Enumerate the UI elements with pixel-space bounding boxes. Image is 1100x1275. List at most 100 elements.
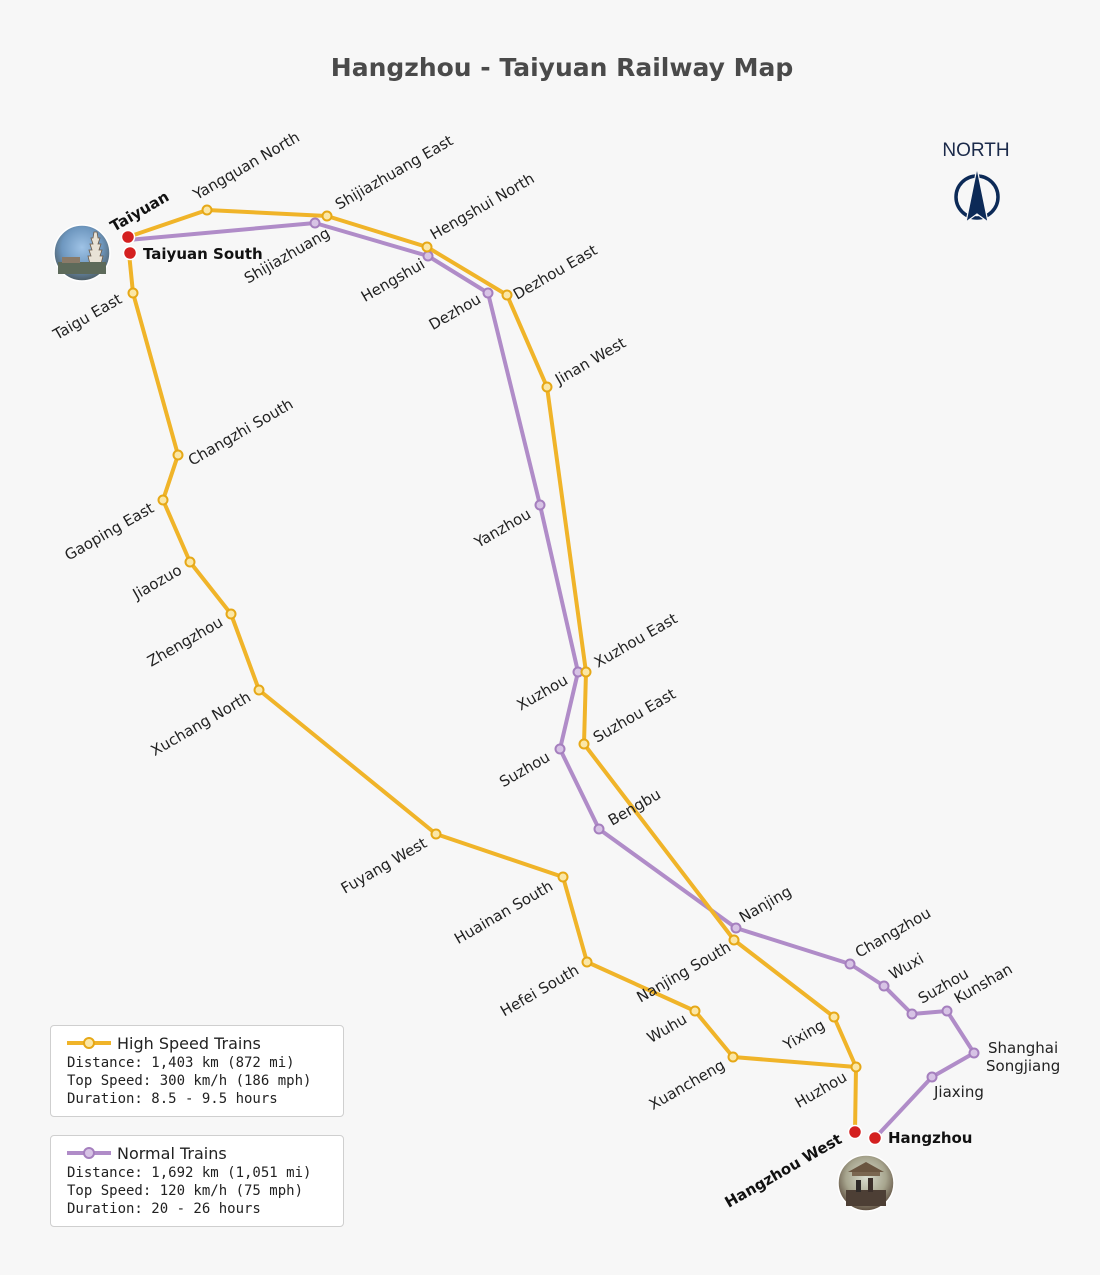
hangzhou-photo	[837, 1154, 895, 1212]
legend-normal-distance: Distance: 1,692 km (1,051 mi)	[67, 1165, 312, 1181]
station-dot-hengshui[interactable]	[422, 250, 434, 262]
station-dot-yixing[interactable]	[828, 1011, 840, 1023]
label-bengbu: Bengbu	[605, 785, 664, 829]
legend-normal-header: Normal Trains	[67, 1142, 331, 1164]
station-dot-huzhou[interactable]	[850, 1061, 862, 1073]
label-nanjing: Nanjing	[736, 882, 795, 926]
label-xuzhou: Xuzhou	[514, 671, 571, 715]
north-label: NORTH	[942, 140, 1009, 161]
label-shanghai-songjiang-line1: Shanghai	[988, 1039, 1058, 1057]
legend-high-speed-top-speed: Top Speed: 300 km/h (186 mph)	[67, 1073, 312, 1089]
station-dot-jiaozuo[interactable]	[184, 556, 196, 568]
station-dot-changzhou[interactable]	[844, 958, 856, 970]
station-dot-yanzhou[interactable]	[534, 499, 546, 511]
legend-normal: Normal Trains Distance: 1,692 km (1,051 …	[50, 1135, 344, 1227]
station-dot-nanjing-south[interactable]	[728, 934, 740, 946]
label-taiyuan: Taiyuan	[107, 187, 172, 235]
label-hefei-south: Hefei South	[497, 961, 582, 1020]
station-dot-shijiazhuang[interactable]	[309, 217, 321, 229]
label-fuyang-west: Fuyang West	[338, 834, 430, 898]
station-dot-nanjing[interactable]	[730, 922, 742, 934]
label-taigu-east: Taigu East	[49, 290, 125, 344]
label-yanzhou: Yanzhou	[471, 505, 534, 552]
map-title: Hangzhou - Taiyuan Railway Map	[331, 53, 793, 82]
high-speed-south-route[interactable]	[127, 252, 857, 1069]
station-dot-dezhou[interactable]	[482, 287, 494, 299]
label-xuchang-north: Xuchang North	[148, 688, 254, 760]
north-arrow-icon	[965, 167, 989, 224]
high-speed-main-route[interactable]	[127, 208, 858, 1133]
station-dot-gaoping-east[interactable]	[157, 494, 169, 506]
station-dot-wuhu[interactable]	[689, 1005, 701, 1017]
station-dot-jinan-west[interactable]	[541, 381, 553, 393]
pavilion-icon	[848, 1162, 884, 1172]
label-huainan-south: Huainan South	[451, 877, 556, 948]
terminal-dot-taiyuan-south[interactable]	[122, 245, 138, 261]
label-xuzhou-east: Xuzhou East	[591, 609, 681, 671]
label-jinan-west: Jinan West	[551, 334, 629, 389]
station-dot-wuxi[interactable]	[878, 980, 890, 992]
route-lines	[127, 208, 976, 1140]
station-dot-xuzhou-east[interactable]	[580, 666, 592, 678]
north-compass: NORTH	[942, 140, 1010, 224]
label-taiyuan-south: Taiyuan South	[143, 245, 263, 263]
station-dot-suzhou-east[interactable]	[578, 738, 590, 750]
label-suzhou-anhui: Suzhou	[496, 748, 553, 791]
label-gaoping-east: Gaoping East	[62, 499, 158, 565]
label-huzhou: Huzhou	[792, 1068, 850, 1112]
label-hengshui: Hengshui	[358, 255, 428, 306]
terminal-stations	[120, 229, 883, 1146]
station-dot-xuchang-north[interactable]	[253, 684, 265, 696]
label-changzhou: Changzhou	[852, 904, 934, 962]
normal-train-stations	[309, 217, 980, 1083]
legend-high-speed-header: High Speed Trains	[67, 1032, 331, 1054]
legend-high-speed-duration: Duration: 8.5 - 9.5 hours	[67, 1091, 278, 1107]
station-dot-hengshui-north[interactable]	[421, 241, 433, 253]
label-hengshui-north: Hengshui North	[427, 169, 538, 243]
label-nanjing-south: Nanjing South	[633, 938, 734, 1006]
label-hangzhou: Hangzhou	[888, 1129, 973, 1147]
label-changzhi-south: Changzhi South	[185, 395, 296, 470]
station-dot-shanghai-songjiang[interactable]	[968, 1047, 980, 1059]
terminal-dot-hangzhou[interactable]	[867, 1130, 883, 1146]
station-dot-kunshan[interactable]	[941, 1005, 953, 1017]
label-shanghai-songjiang-line2: Songjiang	[986, 1057, 1060, 1075]
legend-high-speed: High Speed Trains Distance: 1,403 km (87…	[50, 1025, 344, 1117]
label-wuhu: Wuhu	[644, 1010, 690, 1047]
station-dot-jiaxing[interactable]	[926, 1071, 938, 1083]
label-jiaxing: Jiaxing	[933, 1083, 984, 1101]
label-yixing: Yixing	[779, 1016, 828, 1055]
normal-train-route[interactable]	[127, 221, 976, 1140]
high-speed-stations	[127, 204, 862, 1073]
station-dot-changzhi-south[interactable]	[172, 449, 184, 461]
station-dot-suzhou-jiangsu[interactable]	[906, 1008, 918, 1020]
station-dot-dezhou-east[interactable]	[501, 289, 513, 301]
station-dot-taigu-east[interactable]	[127, 287, 139, 299]
station-dot-hefei-south[interactable]	[581, 956, 593, 968]
station-dot-xuancheng[interactable]	[727, 1051, 739, 1063]
legend-normal-top-speed: Top Speed: 120 km/h (75 mph)	[67, 1183, 304, 1199]
legend-high-speed-title: High Speed Trains	[117, 1033, 261, 1053]
legend-normal-swatch	[67, 1147, 111, 1159]
station-dot-bengbu[interactable]	[593, 823, 605, 835]
station-dot-fuyang-west[interactable]	[430, 828, 442, 840]
label-dezhou-east: Dezhou East	[510, 241, 600, 304]
label-yangquan-north: Yangquan North	[189, 128, 303, 204]
legend-high-speed-distance: Distance: 1,403 km (872 mi)	[67, 1055, 295, 1071]
station-dot-suzhou-anhui[interactable]	[554, 743, 566, 755]
station-dot-shijiazhuang-east[interactable]	[321, 210, 333, 222]
label-shijiazhuang-east: Shijiazhuang East	[332, 131, 456, 213]
label-zhengzhou: Zhengzhou	[144, 613, 226, 671]
label-xuancheng: Xuancheng	[646, 1056, 728, 1114]
terminal-dot-hangzhou-west[interactable]	[847, 1124, 863, 1140]
station-dot-huainan-south[interactable]	[557, 871, 569, 883]
station-dot-zhengzhou[interactable]	[225, 608, 237, 620]
legend-normal-title: Normal Trains	[117, 1143, 227, 1163]
legend-high-speed-swatch	[67, 1037, 111, 1049]
label-jiaozuo: Jiaozuo	[129, 561, 185, 604]
taiyuan-photo	[53, 224, 111, 282]
legend-normal-duration: Duration: 20 - 26 hours	[67, 1201, 261, 1217]
terminal-dot-taiyuan[interactable]	[120, 229, 136, 245]
station-dot-yangquan-north[interactable]	[201, 204, 213, 216]
